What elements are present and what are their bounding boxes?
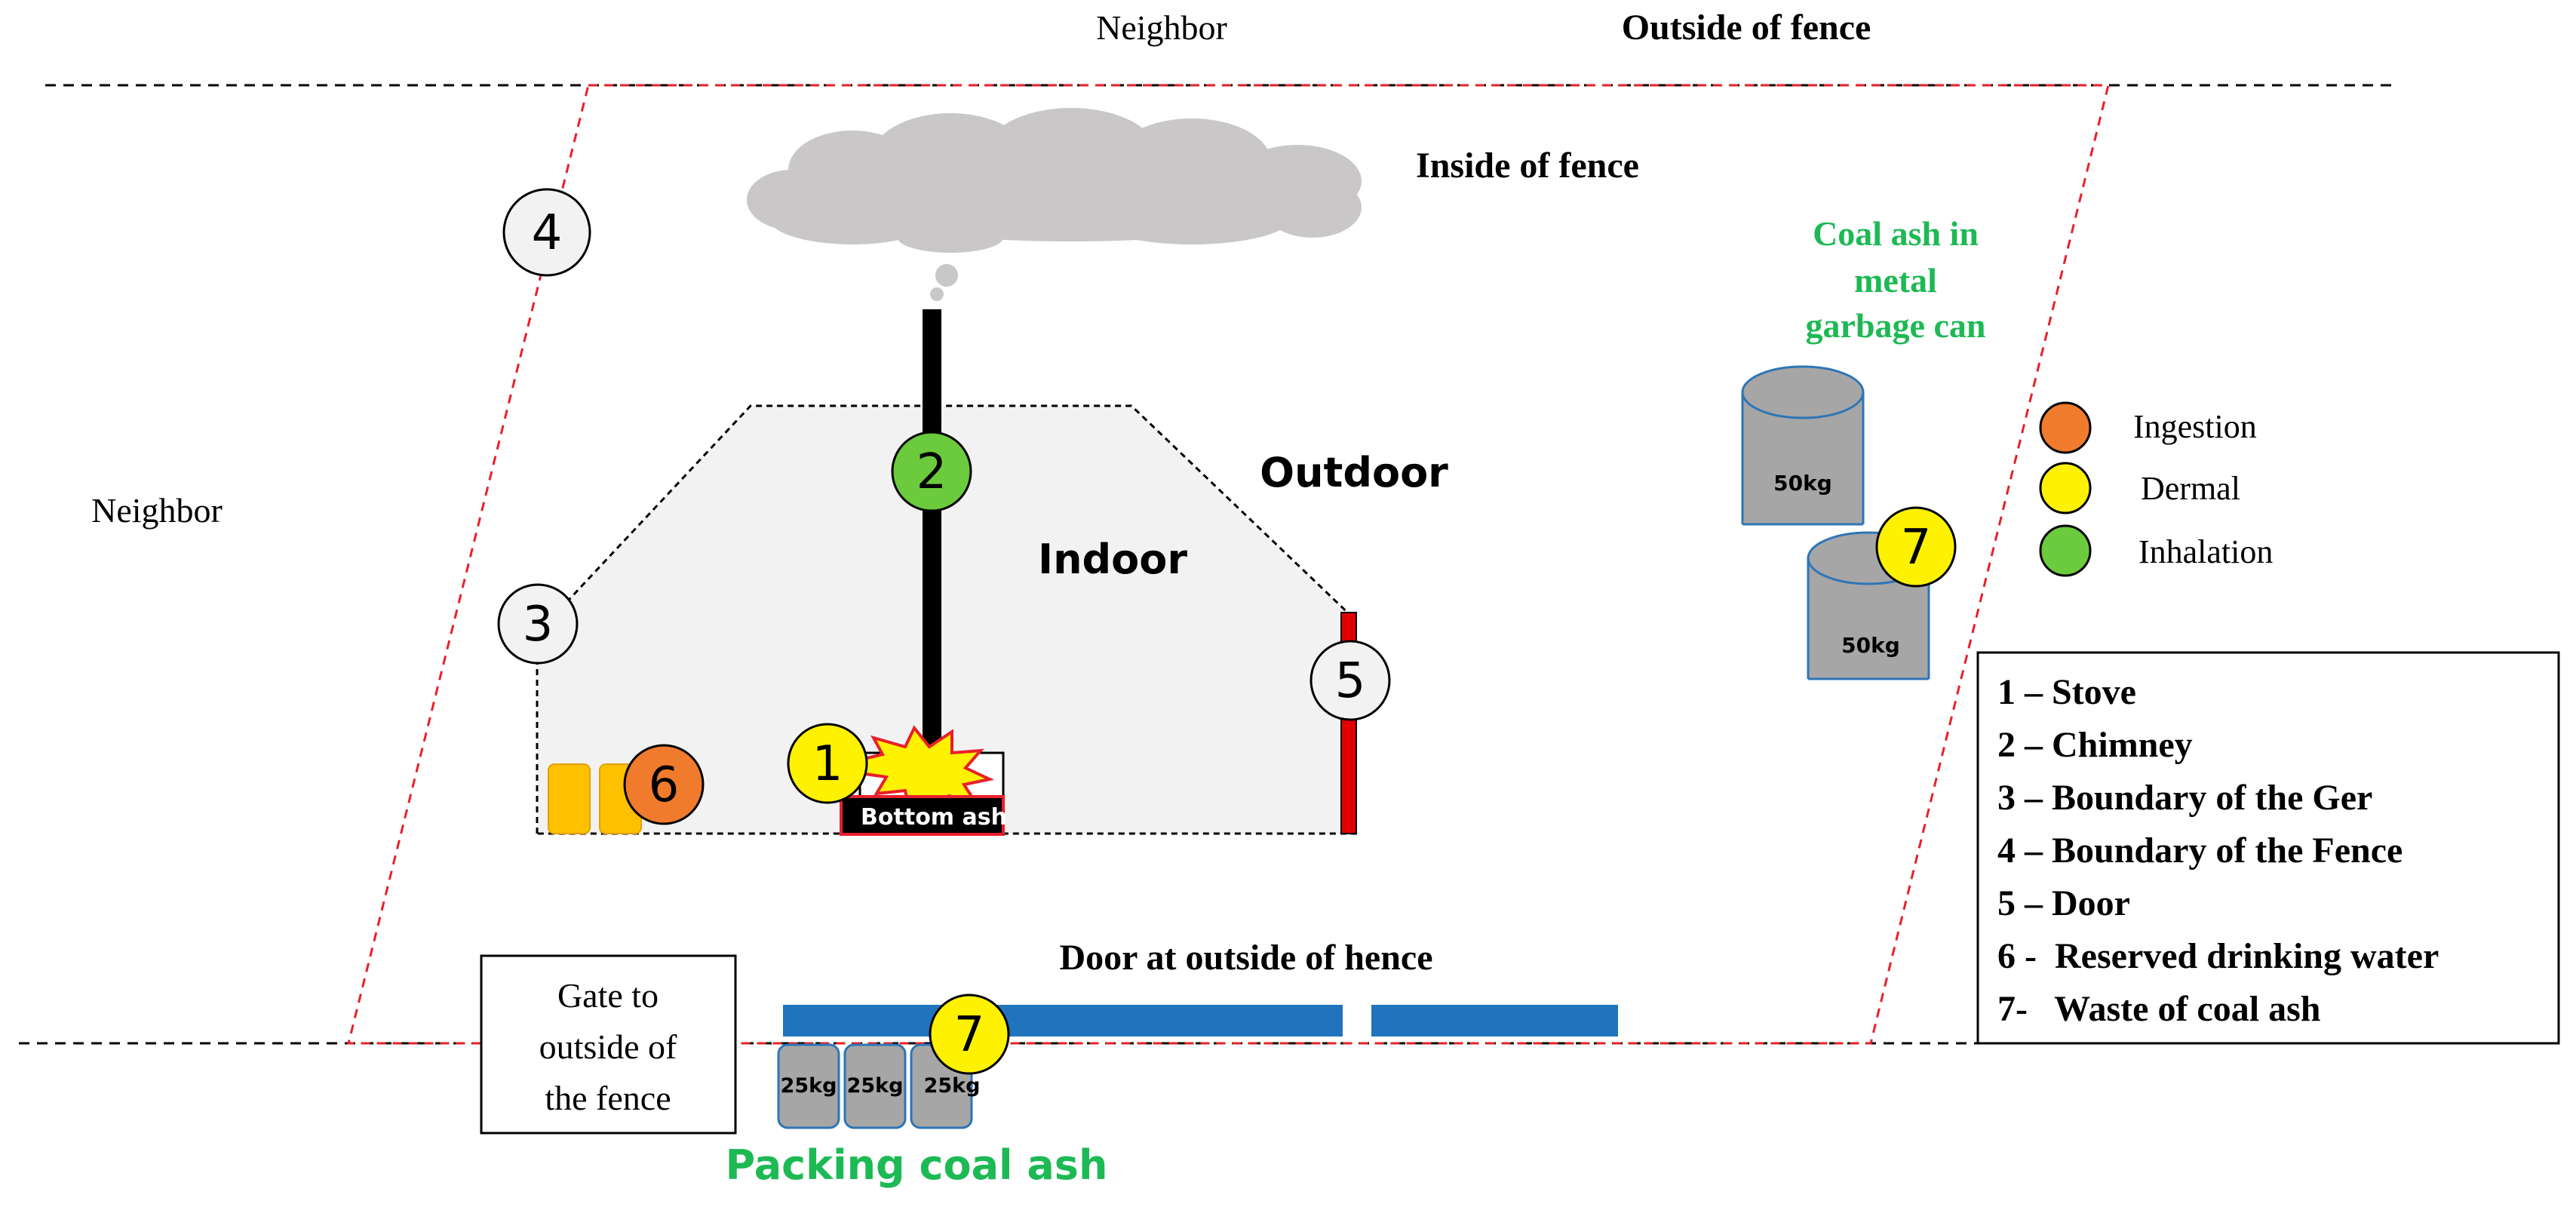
key-box (1976, 651, 2560, 1045)
key-item-6: 6 - Reserved drinking water (1997, 936, 2439, 976)
neighbor-left-label: Neighbor (91, 491, 223, 530)
neighbor-top-label: Neighbor (1096, 8, 1227, 47)
fence-boundary (347, 84, 2110, 1045)
key-item-4: 4 – Boundary of the Fence (1997, 831, 2403, 871)
marker-4-label: 4 (532, 205, 563, 261)
bottom-ash-label: Bottom ash (861, 804, 1007, 831)
can-top-weight: 50kg (1773, 471, 1832, 496)
legend-ingestion-label: Ingestion (2133, 408, 2257, 445)
legend-dermal-label: Dermal (2141, 470, 2240, 507)
marker-stove: 1 (787, 723, 868, 804)
bottom-ash-box (840, 795, 1005, 836)
outdoor-label: Outdoor (1260, 449, 1448, 496)
exposure-legend: Ingestion Dermal Inhalation (2039, 401, 2273, 577)
gate-label-1: Gate to (557, 976, 659, 1015)
legend-inhalation-label: Inhalation (2138, 533, 2273, 570)
marker-3-label: 3 (523, 597, 554, 653)
outer-door-bar-left (783, 1005, 1343, 1036)
indoor-label: Indoor (1038, 536, 1187, 583)
legend-inhalation-swatch (2039, 524, 2092, 577)
legend-dermal-swatch (2039, 462, 2092, 514)
marker-waste-garbage: 7 (1875, 506, 1957, 588)
marker-5-label: 5 (1335, 653, 1366, 709)
marker-6-label: 6 (649, 757, 680, 813)
marker-1-label: 1 (812, 736, 843, 792)
marker-door: 5 (1309, 640, 1391, 721)
inside-fence-label: Inside of fence (1416, 146, 1639, 186)
key-item-2: 2 – Chimney (1997, 725, 2193, 765)
marker-7a-label: 7 (1901, 520, 1932, 576)
packing-coal-ash-label: Packing coal ash (726, 1141, 1108, 1189)
marker-fence-boundary: 4 (502, 188, 591, 277)
chimney (923, 309, 941, 762)
key-item-3: 3 – Boundary of the Ger (1997, 778, 2372, 818)
key-item-5: 5 – Door (1997, 883, 2130, 923)
bag-3-weight: 25kg (924, 1074, 981, 1098)
marker-ger-boundary: 3 (497, 583, 579, 665)
bag-1-weight: 25kg (781, 1074, 837, 1098)
bag-2 (843, 1043, 907, 1129)
smoke-cloud (747, 108, 1362, 301)
marker-chimney: 2 (891, 431, 972, 512)
gate-box (480, 954, 737, 1135)
bag-1 (777, 1043, 840, 1129)
key-item-7: 7- Waste of coal ash (1997, 989, 2320, 1029)
marker-2-label: 2 (916, 444, 947, 500)
stove-fire (841, 725, 995, 816)
can-bottom-weight: 50kg (1841, 633, 1900, 658)
marker-drinking-water: 6 (623, 744, 705, 825)
coal-ash-label-1: Coal ash in (1813, 214, 1979, 253)
key-item-1: 1 – Stove (1997, 672, 2136, 712)
marker-7b-label: 7 (954, 1007, 985, 1063)
coal-ash-label-3: garbage can (1806, 306, 1986, 345)
gate-label-2: outside of (539, 1027, 677, 1066)
garbage-can-top (1741, 365, 1865, 526)
gate-label-3: the fence (545, 1079, 671, 1117)
coal-ash-label-2: metal (1854, 261, 1937, 299)
marker-waste-bags: 7 (929, 993, 1010, 1075)
water-container-1 (548, 763, 591, 834)
outside-fence-label: Outside of fence (1622, 8, 1871, 48)
legend-ingestion-swatch (2039, 401, 2092, 454)
door-outside-label: Door at outside of hence (1059, 938, 1432, 978)
outer-door-bar-right (1371, 1005, 1618, 1036)
bag-2-weight: 25kg (847, 1074, 904, 1098)
